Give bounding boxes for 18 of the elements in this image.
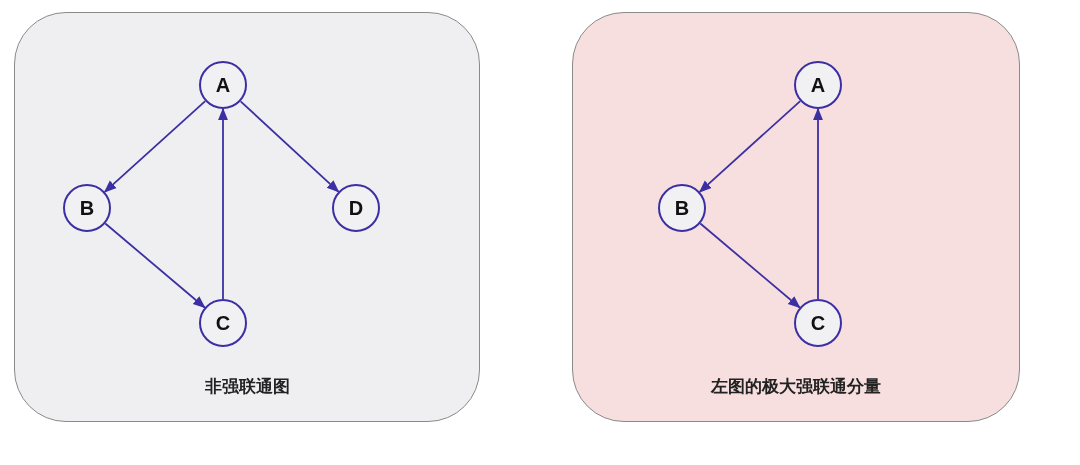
vertex-circle: A [794,61,842,109]
vertex-circle: C [199,299,247,347]
arrow [698,100,802,193]
panel [14,12,480,422]
arrow [239,100,340,193]
vertex-circle: A [199,61,247,109]
arrow [812,107,824,300]
arrow [699,222,801,309]
vertex-circle: C [794,299,842,347]
arrow [103,100,207,193]
panel-caption: 左图的极大强联通分量 [711,375,881,398]
arrow [104,222,206,309]
vertex-circle: B [63,184,111,232]
vertex-circle: D [332,184,380,232]
panel [572,12,1020,422]
panel-caption: 非强联通图 [204,375,290,398]
vertex-circle: B [658,184,706,232]
arrow [217,107,229,300]
